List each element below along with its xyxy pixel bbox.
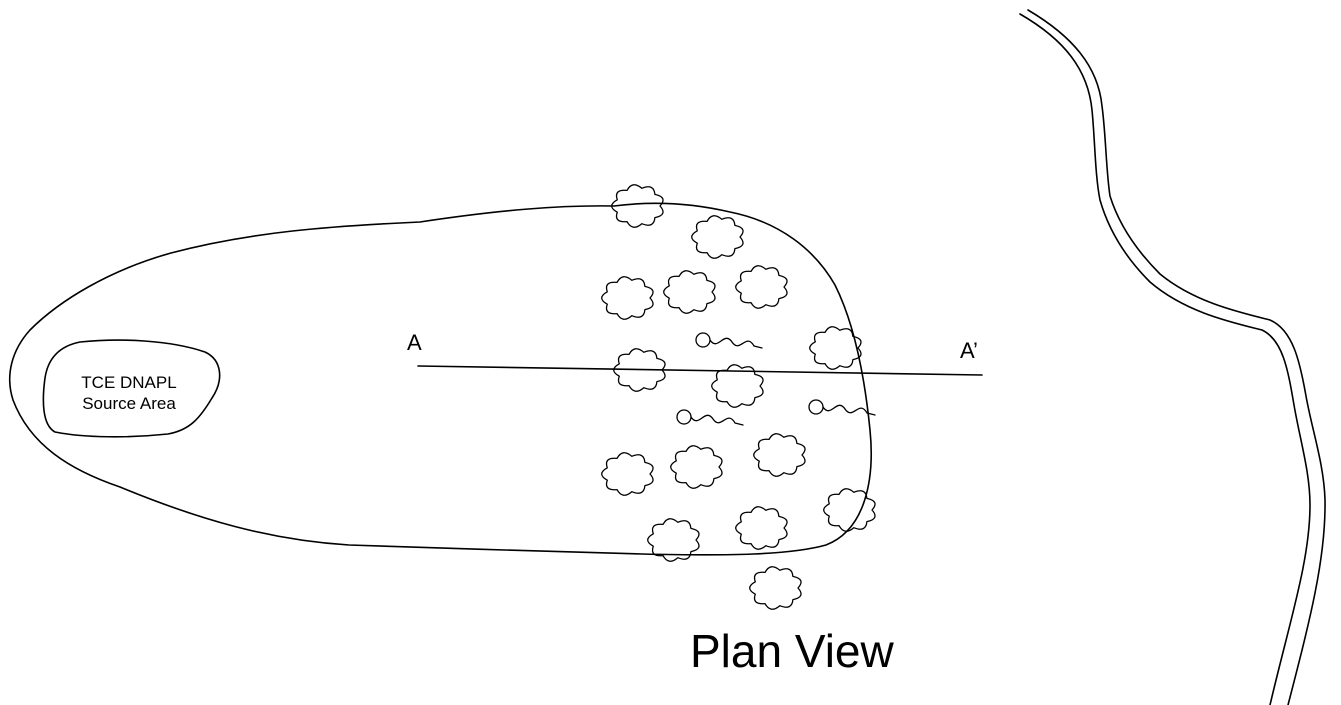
- shrub-icon: [691, 215, 744, 259]
- plume-outline: [9, 202, 872, 556]
- shrub-icon: [753, 433, 806, 477]
- shrub-icon: [735, 506, 788, 550]
- bacteria-icon: [695, 332, 763, 349]
- shrub-icon: [611, 184, 664, 228]
- shrub-icon: [711, 364, 764, 408]
- shrub-icon: [749, 566, 802, 610]
- shrub-icon: [601, 276, 654, 320]
- bacteria-icon: [676, 409, 744, 426]
- source-area-line2: Source Area: [82, 394, 176, 413]
- river: [1019, 9, 1326, 705]
- vegetation-group: [601, 184, 876, 610]
- diagram-title: Plan View: [690, 625, 894, 677]
- shrub-icon: [809, 326, 862, 370]
- river-bank-right: [1027, 9, 1326, 705]
- shrub-icon: [823, 488, 876, 532]
- source-area-line1: TCE DNAPL: [81, 373, 177, 392]
- bacteria-icon: [808, 399, 876, 416]
- source-area-outline: [42, 339, 221, 438]
- section-end-label: A’: [960, 338, 978, 363]
- shrub-icon: [613, 348, 666, 392]
- section-line: [417, 365, 983, 376]
- shrub-icon: [735, 265, 788, 309]
- shrub-icon: [670, 445, 723, 489]
- section-start-label: A: [407, 330, 422, 355]
- source-area-label: TCE DNAPL Source Area: [54, 372, 204, 414]
- shrub-icon: [663, 270, 716, 314]
- microbes-group: [676, 332, 876, 426]
- shrub-icon: [647, 518, 700, 562]
- shrub-icon: [601, 452, 654, 496]
- river-bank-left: [1019, 13, 1311, 705]
